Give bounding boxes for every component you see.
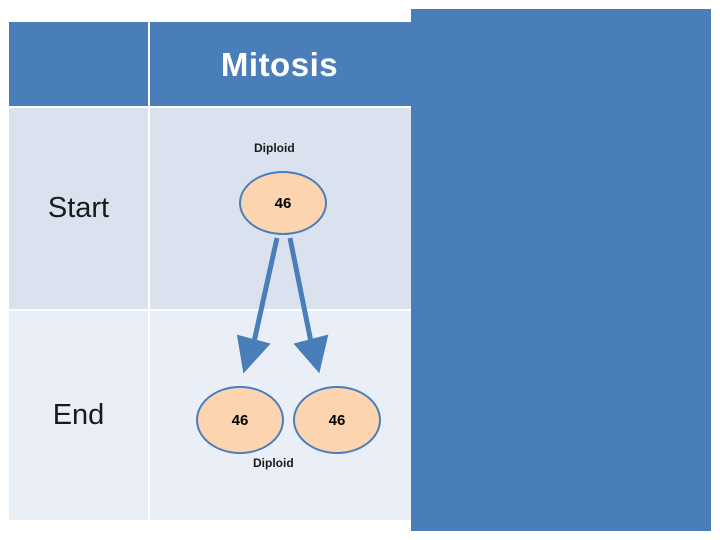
table-row-title: Mitosis bbox=[9, 22, 411, 107]
table-horizontal-divider-1 bbox=[9, 106, 411, 108]
parent-cell: 46 bbox=[239, 171, 327, 235]
diploid-caption-bottom: Diploid bbox=[253, 456, 294, 470]
diploid-caption-top: Diploid bbox=[254, 141, 295, 155]
daughter-cell-1: 46 bbox=[196, 386, 284, 454]
row-label-start: Start bbox=[9, 107, 148, 310]
row-label-end: End bbox=[9, 310, 148, 520]
daughter-cell-2: 46 bbox=[293, 386, 381, 454]
table-horizontal-divider-2 bbox=[9, 309, 411, 311]
table-vertical-divider bbox=[148, 22, 150, 520]
row-label-end-text: End bbox=[52, 398, 105, 431]
right-blue-panel bbox=[411, 9, 711, 531]
page-title: Mitosis bbox=[220, 45, 339, 83]
table-row-start: Start bbox=[9, 107, 411, 310]
row-label-start-text: Start bbox=[47, 192, 110, 224]
